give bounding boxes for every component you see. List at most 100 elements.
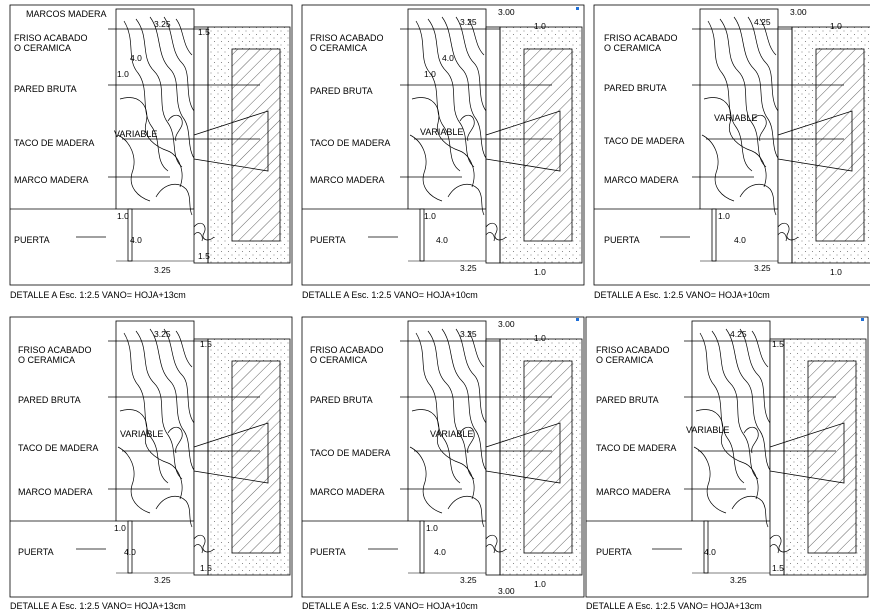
dim-top: 3.25	[460, 17, 477, 27]
dim-mid-top: 4.0	[130, 53, 142, 63]
selection-grip[interactable]	[576, 318, 579, 321]
dim-small-bottom: 1.0	[114, 523, 126, 533]
label-marco: MARCO MADERA	[596, 487, 671, 497]
label-pared: PARED BRUTA	[310, 86, 373, 96]
dim-side-bottom: 1.0	[534, 267, 546, 277]
label-puerta: PUERTA	[18, 547, 54, 557]
label-puerta: PUERTA	[310, 547, 346, 557]
dim-mid-bottom: 4.0	[704, 547, 716, 557]
dim-side-top: 1.0	[534, 21, 546, 31]
detail-4-caption: DETALLE A Esc. 1:2.5 VANO= HOJA+13cm	[10, 601, 186, 611]
dim-top: 3.25	[460, 329, 477, 339]
detail-3: FRISO ACABADO O CERAMICA PARED BRUTA VAR…	[594, 5, 870, 285]
label-marco: MARCO MADERA	[604, 175, 679, 185]
dim-small-bottom: 1.0	[117, 211, 129, 221]
label-marco: MARCO MADERA	[310, 487, 385, 497]
label-taco: TACO DE MADERA	[604, 136, 684, 146]
dim-bottom: 3.25	[730, 575, 747, 585]
label-variable: VARIABLE	[430, 429, 473, 439]
dim-extra-top: 3.00	[790, 7, 807, 17]
detail-4: FRISO ACABADO O CERAMICA PARED BRUTA VAR…	[10, 317, 292, 597]
label-friso-line1: FRISO ACABADO	[310, 33, 384, 43]
detail-6: FRISO ACABADO O CERAMICA PARED BRUTA VAR…	[586, 317, 868, 597]
dim-bottom: 3.25	[460, 575, 477, 585]
label-taco: TACO DE MADERA	[310, 138, 390, 148]
label-friso-line2: O CERAMICA	[604, 43, 661, 53]
dim-extra-top: 3.00	[498, 319, 515, 329]
dim-side-top: 1.5	[198, 27, 210, 37]
label-friso-line1: FRISO ACABADO	[310, 345, 384, 355]
dim-bottom: 3.25	[154, 265, 171, 275]
detail-3-caption: DETALLE A Esc. 1:2.5 VANO= HOJA+10cm	[594, 290, 770, 300]
label-marco: MARCO MADERA	[18, 487, 93, 497]
detail-1-caption: DETALLE A Esc. 1:2.5 VANO= HOJA+13cm	[10, 290, 186, 300]
dim-bottom: 3.25	[154, 575, 171, 585]
dim-small-bottom: 1.0	[718, 211, 730, 221]
dim-bottom: 3.25	[460, 263, 477, 273]
dim-side-bottom: 1.0	[830, 267, 842, 277]
dim-side-top: 1.0	[534, 333, 546, 343]
dim-side-bottom: 1.0	[534, 579, 546, 589]
label-taco: TACO DE MADERA	[14, 138, 94, 148]
detail-2: FRISO ACABADO O CERAMICA PARED BRUTA VAR…	[302, 5, 584, 285]
dim-side-bottom: 1.5	[198, 251, 210, 261]
label-taco: TACO DE MADERA	[596, 443, 676, 453]
label-pared: PARED BRUTA	[18, 395, 81, 405]
label-friso-line2: O CERAMICA	[14, 43, 71, 53]
dim-small-top: 1.0	[117, 69, 129, 79]
dim-top: 4.25	[754, 17, 771, 27]
dim-side-bottom: 1.5	[772, 563, 784, 573]
detail-1: FRISO ACABADO O CERAMICA PARED BRUTA VAR…	[10, 5, 292, 285]
dim-side-bottom: 1.5	[200, 563, 212, 573]
label-friso-line2: O CERAMICA	[310, 43, 367, 53]
dim-top: 4.25	[730, 329, 747, 339]
label-friso-line1: FRISO ACABADO	[18, 345, 92, 355]
detail-5-caption: DETALLE A Esc. 1:2.5 VANO= HOJA+10cm	[302, 601, 478, 611]
label-variable: VARIABLE	[114, 129, 157, 139]
label-puerta: PUERTA	[310, 235, 346, 245]
label-friso-line2: O CERAMICA	[18, 355, 75, 365]
label-friso-line1: FRISO ACABADO	[596, 345, 670, 355]
detail-2-caption: DETALLE A Esc. 1:2.5 VANO= HOJA+10cm	[302, 290, 478, 300]
dim-side-top: 1.0	[830, 21, 842, 31]
label-variable: VARIABLE	[420, 127, 463, 137]
label-taco: TACO DE MADERA	[18, 443, 98, 453]
label-pared: PARED BRUTA	[596, 395, 659, 405]
label-marco: MARCO MADERA	[310, 175, 385, 185]
detail-6-caption: DETALLE A Esc. 1:2.5 VANO= HOJA+13cm	[586, 601, 762, 611]
dim-small-top: 1.0	[424, 69, 436, 79]
label-friso-line1: FRISO ACABADO	[604, 33, 678, 43]
label-pared: PARED BRUTA	[310, 395, 373, 405]
label-puerta: PUERTA	[14, 235, 50, 245]
dim-bottom: 3.25	[754, 263, 771, 273]
label-variable: VARIABLE	[686, 425, 729, 435]
label-friso-line2: O CERAMICA	[310, 355, 367, 365]
dim-side-top: 1.5	[772, 339, 784, 349]
detail-5: FRISO ACABADO O CERAMICA PARED BRUTA VAR…	[302, 317, 584, 597]
dim-top: 3.25	[154, 19, 171, 29]
dim-mid-bottom: 4.0	[124, 547, 136, 557]
dim-mid-bottom: 4.0	[734, 235, 746, 245]
dim-mid-bottom: 4.0	[434, 547, 446, 557]
dim-small-bottom: 1.0	[424, 211, 436, 221]
selection-grip[interactable]	[861, 318, 864, 321]
label-puerta: PUERTA	[596, 547, 632, 557]
label-variable: VARIABLE	[714, 113, 757, 123]
label-taco: TACO DE MADERA	[310, 448, 390, 458]
label-marco: MARCO MADERA	[14, 175, 89, 185]
dim-extra-top: 3.00	[498, 7, 515, 17]
dim-top: 3.25	[154, 329, 171, 339]
dim-extra-bottom: 3.00	[498, 586, 515, 596]
label-friso-line2: O CERAMICA	[596, 355, 653, 365]
label-variable: VARIABLE	[120, 429, 163, 439]
label-pared: PARED BRUTA	[604, 83, 667, 93]
selection-grip[interactable]	[576, 7, 579, 10]
label-puerta: PUERTA	[604, 235, 640, 245]
dim-mid-bottom: 4.0	[130, 235, 142, 245]
sheet-title: MARCOS MADERA	[26, 9, 107, 19]
dim-side-top: 1.5	[200, 339, 212, 349]
dim-small-bottom: 1.0	[426, 523, 438, 533]
label-pared: PARED BRUTA	[14, 84, 77, 94]
dim-mid-top: 4.0	[442, 53, 454, 63]
